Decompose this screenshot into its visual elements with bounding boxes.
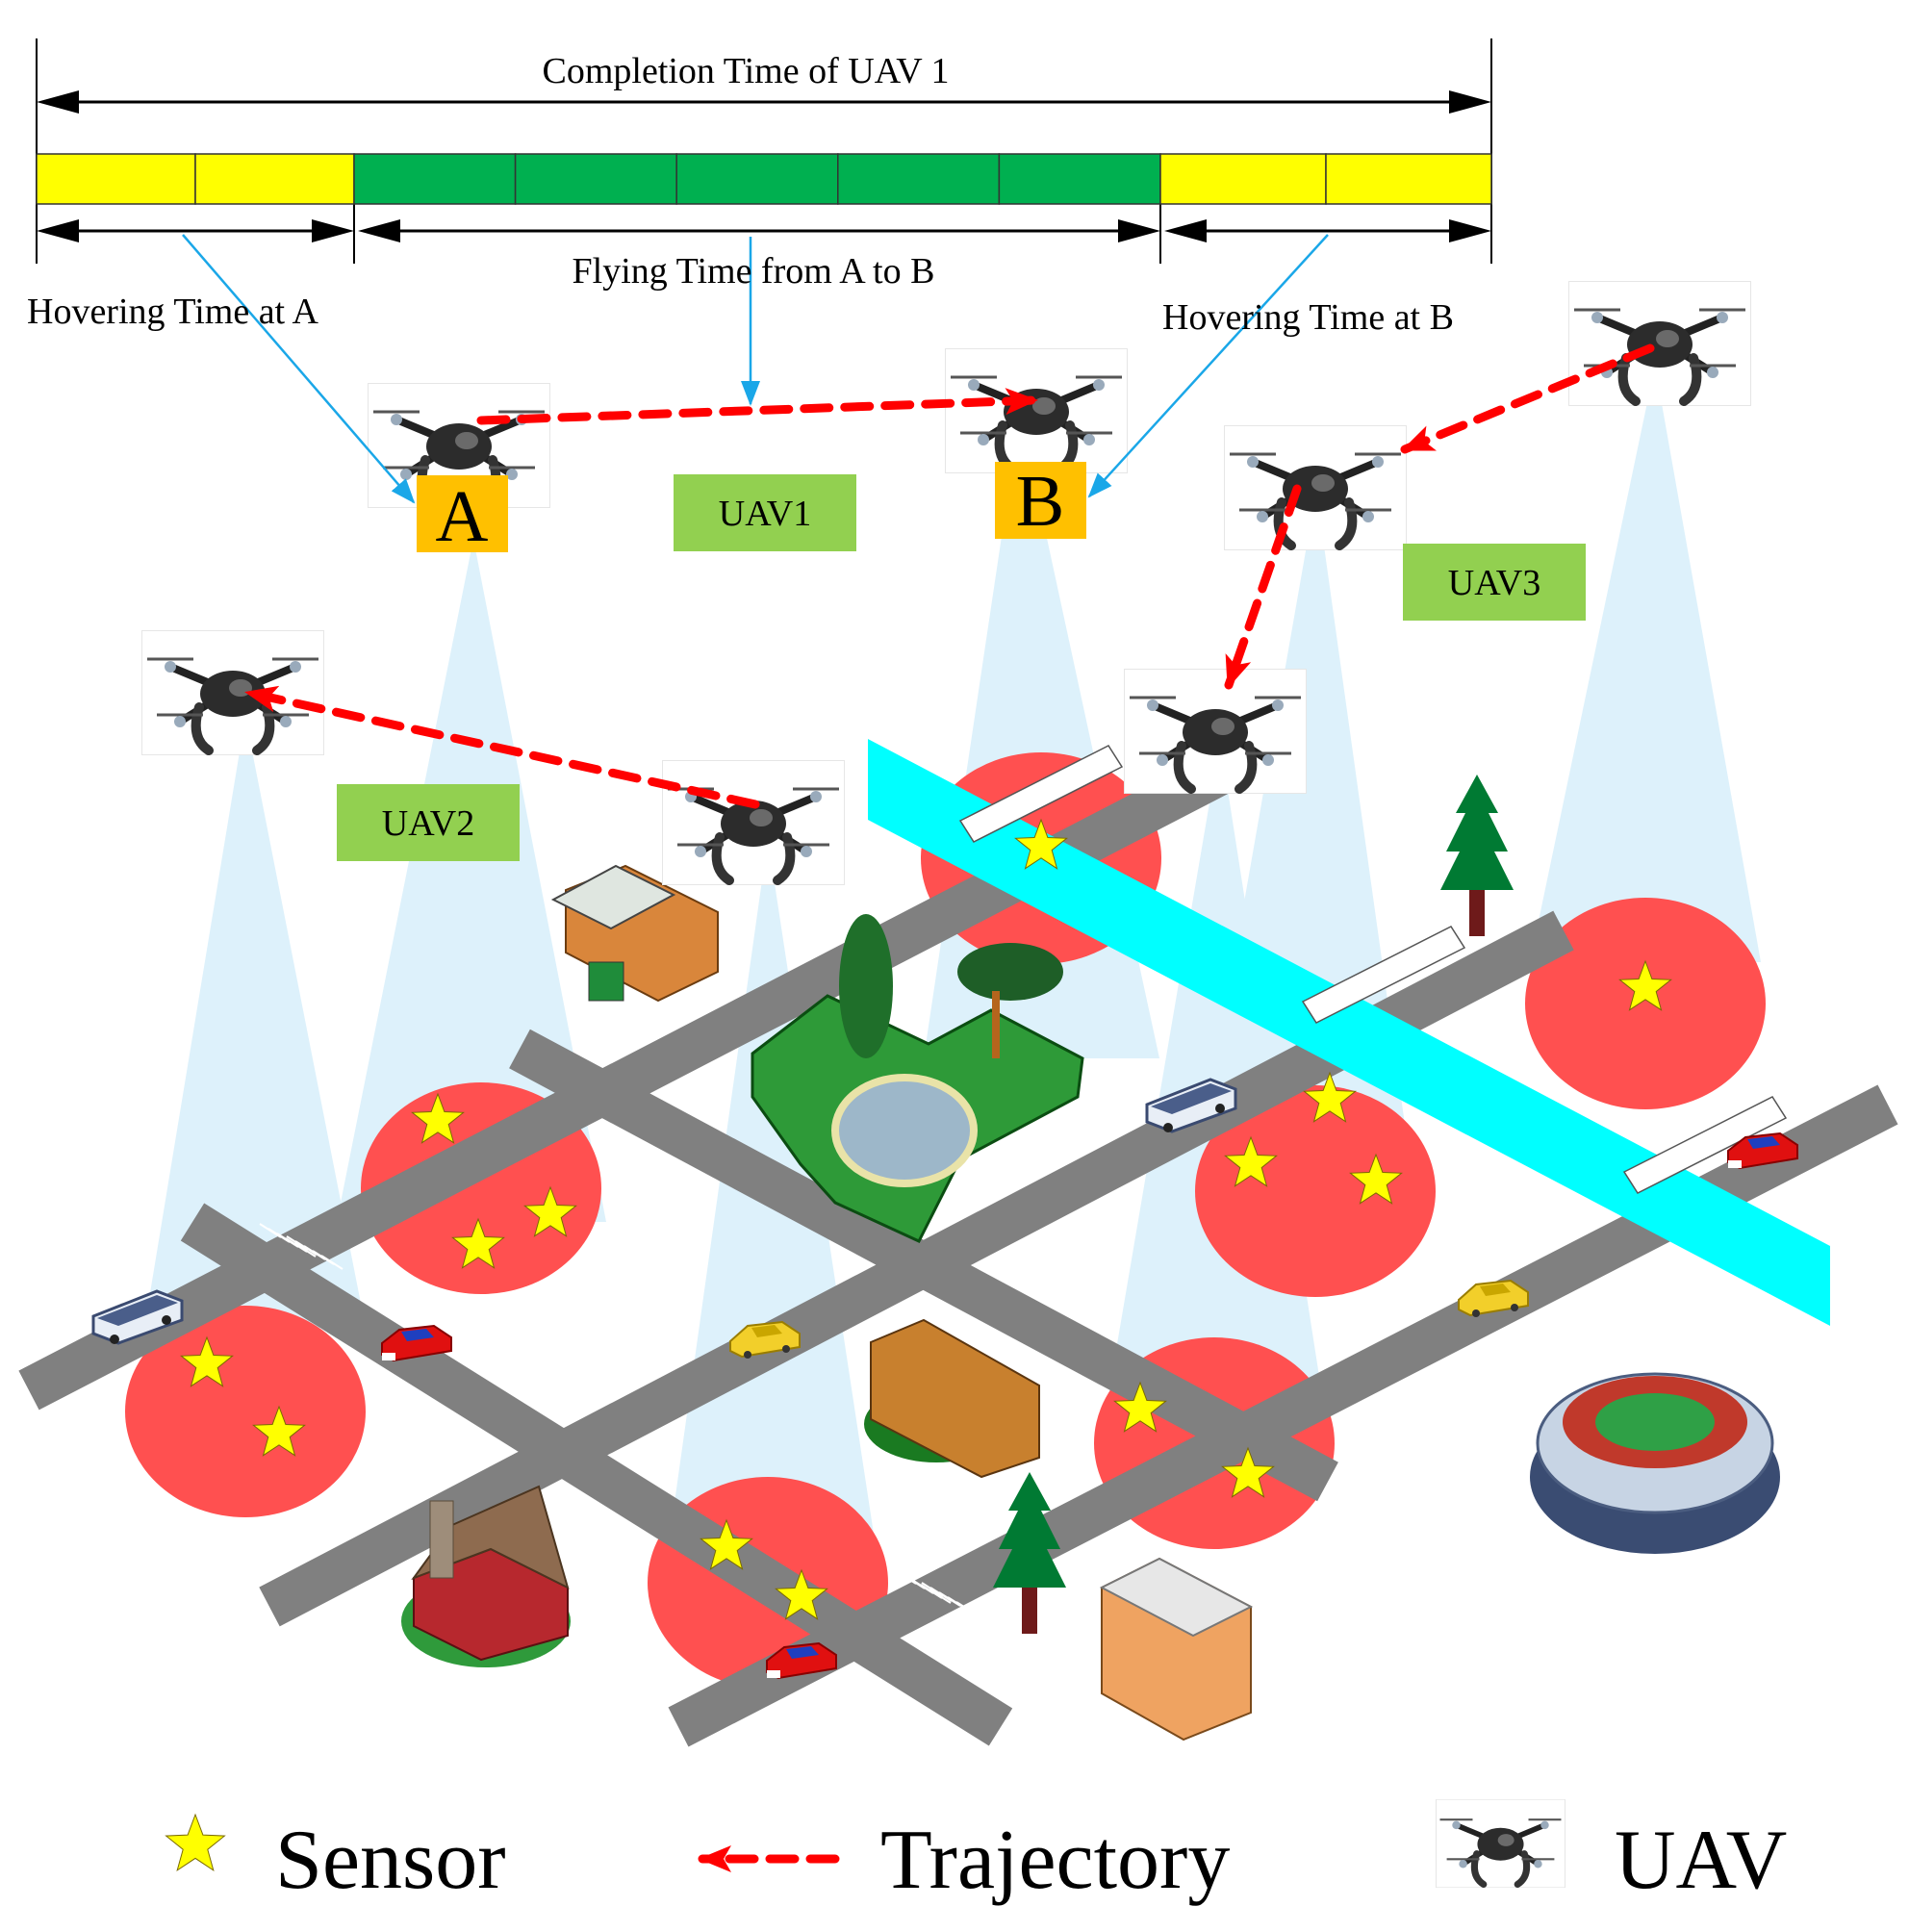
sensor-star [523, 1185, 577, 1237]
sensor-star [775, 1568, 828, 1620]
uav3-label-box: UAV3 [1403, 544, 1586, 621]
uav3-label: UAV3 [1448, 563, 1540, 603]
sensor-star [1221, 1446, 1275, 1498]
hovering-time-a-label: Hovering Time at A [27, 292, 319, 332]
sensor-star [411, 1092, 465, 1144]
uav-drone [1224, 425, 1407, 550]
hover-b-duration-arrowhead-right [1449, 219, 1491, 242]
uav-trajectory [1224, 484, 1302, 690]
flying-slot [998, 153, 1161, 205]
river-bridge [958, 745, 1124, 843]
park-tree-canopy [957, 943, 1063, 1001]
uav-coverage-beam [144, 717, 366, 1328]
barn-silo [429, 1500, 454, 1579]
flying-slot [837, 153, 1001, 205]
hover-b-slot [1325, 153, 1492, 205]
legend [165, 1799, 1565, 1888]
coverage-area [1525, 898, 1766, 1109]
road-segment [509, 1029, 1338, 1502]
legend-trajectory-label: Trajectory [880, 1814, 1230, 1907]
sensor-star [1618, 959, 1672, 1011]
uav-drone [662, 760, 845, 885]
park-tree-cypress [839, 914, 893, 1058]
flying-time-label: Flying Time from A to B [573, 251, 935, 292]
uav-trajectories [243, 343, 1655, 809]
gas-pump [588, 961, 624, 1002]
sensor-star [1349, 1153, 1403, 1205]
flying-duration-arrowhead-left [358, 219, 400, 242]
pointer-arrow-to-b [1087, 234, 1329, 498]
sensor-star [451, 1217, 505, 1269]
sensor-star [1014, 818, 1068, 870]
sensor-star [1224, 1135, 1278, 1187]
uav-drone [141, 630, 324, 755]
sensor-star [252, 1405, 306, 1457]
sensor-stars [180, 818, 1672, 1620]
flying-slot [675, 153, 839, 205]
road-segment [668, 1084, 1898, 1747]
point-a-label: A [436, 476, 489, 557]
hover-b-duration-arrowhead-left [1164, 219, 1207, 242]
gas-station-canopy [550, 864, 676, 930]
school-building [870, 1318, 1040, 1479]
uav-trajectory [1400, 343, 1655, 454]
river [868, 739, 1830, 1326]
apartment-roof [1099, 1557, 1254, 1638]
uav2-label-box: UAV2 [337, 784, 520, 861]
crosswalk-stripe [955, 1601, 979, 1616]
uav-coverage-beam [1530, 366, 1761, 962]
uav1-label: UAV1 [719, 494, 811, 534]
coverage-area [1195, 1085, 1436, 1297]
uav2-label: UAV2 [382, 803, 474, 844]
uav-drone [945, 348, 1128, 473]
river-channel [868, 739, 1830, 1326]
stadium-field [1595, 1393, 1715, 1451]
pine-tree [1440, 775, 1514, 936]
river-bridge [1301, 926, 1466, 1024]
flying-slot [514, 153, 677, 205]
legend-sensor-label: Sensor [275, 1814, 506, 1907]
uav-trajectory [476, 388, 1039, 425]
completion-arrowhead-right [1449, 90, 1491, 114]
point-b-label: B [1016, 461, 1065, 542]
sensor-star [1303, 1071, 1357, 1123]
uav-drone [1568, 281, 1751, 406]
completion-arrowhead-left [37, 90, 79, 114]
hover-b-slot [1159, 153, 1327, 205]
point-b-marker: B [995, 461, 1086, 542]
hover-a-duration-arrowhead-right [312, 219, 354, 242]
park-pond [831, 1074, 978, 1187]
road-segment [18, 742, 1252, 1411]
flying-duration-arrowhead-right [1118, 219, 1160, 242]
point-a-marker: A [417, 475, 508, 557]
hovering-time-b-label: Hovering Time at B [1162, 297, 1454, 338]
uav-drone [1124, 669, 1307, 794]
legend-uav-icon [1436, 1799, 1565, 1888]
hover-a-duration-arrowhead-left [37, 219, 79, 242]
hover-a-slot [36, 153, 196, 205]
legend-uav-label: UAV [1615, 1814, 1787, 1907]
uav-trajectory [243, 685, 760, 809]
completion-time-label: Completion Time of UAV 1 [542, 51, 949, 91]
river-bridge [1622, 1096, 1788, 1194]
hover-a-slot [194, 153, 355, 205]
sensor-star [180, 1335, 234, 1387]
road-network [18, 742, 1898, 1747]
pointer-arrow-to-a [182, 234, 416, 504]
crosswalk-stripe [320, 1255, 344, 1270]
crosswalk-stripe [293, 1242, 317, 1258]
buildings [91, 775, 1798, 1741]
sensor-star [700, 1518, 753, 1570]
flying-slot [353, 153, 517, 205]
crosswalk-stripe [929, 1589, 952, 1604]
legend-sensor-star [165, 1813, 226, 1872]
timeline [36, 38, 1492, 504]
uav1-label-box: UAV1 [674, 474, 856, 551]
sensor-star [1113, 1381, 1167, 1433]
